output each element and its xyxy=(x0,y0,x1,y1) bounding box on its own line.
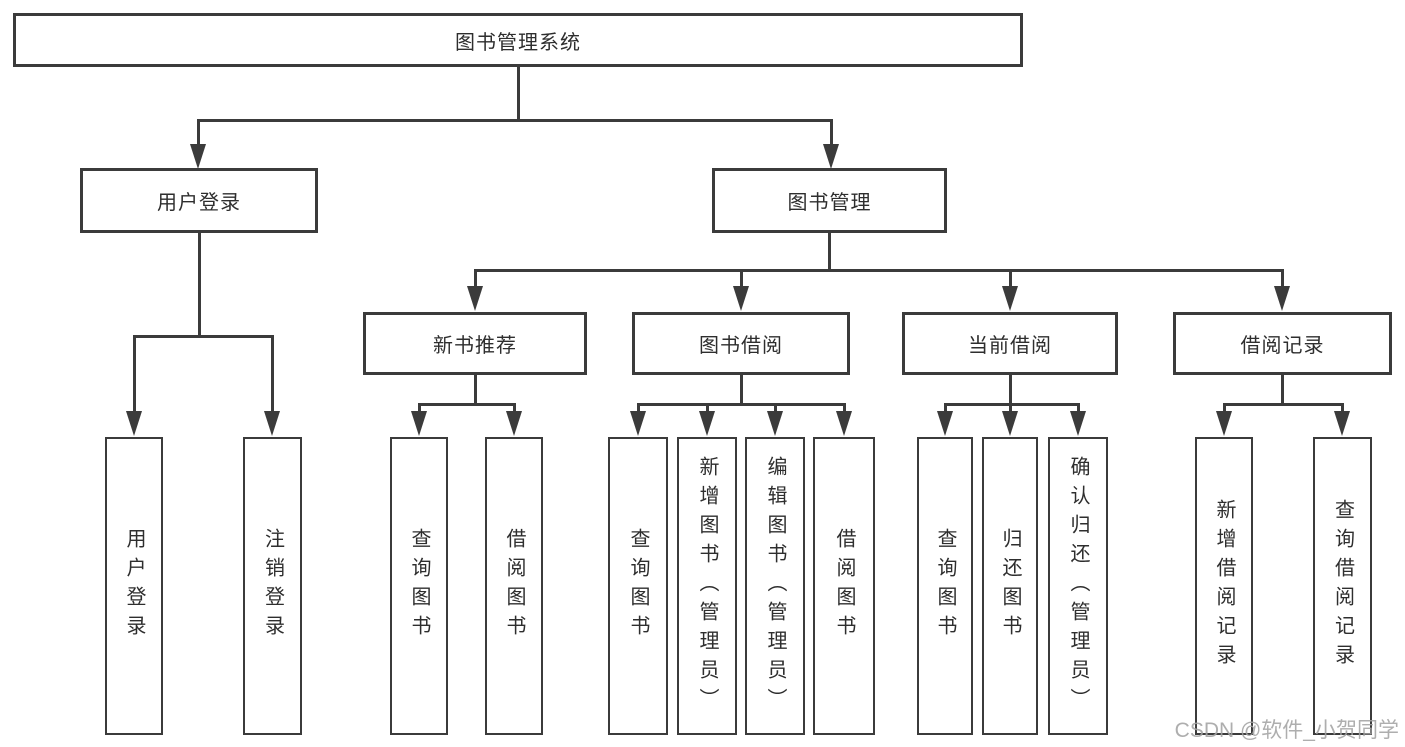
node-new-book-recommend: 新书推荐 xyxy=(363,312,587,375)
node-library-system: 图书管理系统 xyxy=(13,13,1023,67)
arrow-down-icon xyxy=(190,144,206,169)
connector-line xyxy=(945,403,1079,406)
connector-line xyxy=(474,269,1283,272)
connector-line xyxy=(474,375,477,405)
connector-line xyxy=(197,119,833,122)
connector-line xyxy=(843,403,846,414)
leaf-query-books-borrowing: 查询图书 xyxy=(608,437,668,735)
leaf-borrow-books-recommend: 借阅图书 xyxy=(485,437,543,735)
arrow-down-icon xyxy=(467,286,483,311)
node-user-login: 用户登录 xyxy=(80,168,318,233)
arrow-down-icon xyxy=(1070,411,1086,436)
leaf-query-borrow-record: 查询借阅记录 xyxy=(1313,437,1372,735)
arrow-down-icon xyxy=(126,411,142,436)
connector-line xyxy=(706,403,709,414)
arrow-down-icon xyxy=(630,411,646,436)
arrow-down-icon xyxy=(733,286,749,311)
arrow-down-icon xyxy=(699,411,715,436)
node-book-borrowing: 图书借阅 xyxy=(632,312,850,375)
arrow-down-icon xyxy=(823,144,839,169)
connector-line xyxy=(474,269,477,289)
connector-line xyxy=(1223,403,1226,414)
connector-line xyxy=(517,66,520,121)
connector-line xyxy=(1341,403,1344,414)
arrow-down-icon xyxy=(1002,286,1018,311)
connector-line xyxy=(1009,375,1012,405)
arrow-down-icon xyxy=(506,411,522,436)
leaf-add-book-admin: 新增图书（管理员） xyxy=(677,437,737,735)
arrow-down-icon xyxy=(1274,286,1290,311)
connector-line xyxy=(740,375,743,405)
connector-line xyxy=(1281,375,1284,405)
leaf-user-login: 用户登录 xyxy=(105,437,163,735)
arrow-down-icon xyxy=(836,411,852,436)
leaf-query-books-recommend: 查询图书 xyxy=(390,437,448,735)
connector-line xyxy=(513,403,516,414)
leaf-logout: 注销登录 xyxy=(243,437,302,735)
node-book-management: 图书管理 xyxy=(712,168,947,233)
connector-line xyxy=(133,335,274,338)
connector-line xyxy=(198,233,201,337)
connector-line xyxy=(740,269,743,289)
connector-line xyxy=(1077,403,1080,414)
connector-line xyxy=(271,335,274,415)
csdn-watermark: CSDN @软件_小贺同学 xyxy=(1174,719,1399,742)
connector-line xyxy=(828,233,831,271)
arrow-down-icon xyxy=(1216,411,1232,436)
connector-line xyxy=(418,403,421,414)
connector-line xyxy=(419,403,515,406)
arrow-down-icon xyxy=(411,411,427,436)
leaf-return-book: 归还图书 xyxy=(982,437,1038,735)
connector-line xyxy=(638,403,845,406)
connector-line xyxy=(830,119,833,146)
connector-line xyxy=(944,403,947,414)
node-borrowing-records: 借阅记录 xyxy=(1173,312,1392,375)
connector-line xyxy=(133,335,136,415)
connector-line xyxy=(637,403,640,414)
leaf-edit-book-admin: 编辑图书（管理员） xyxy=(745,437,805,735)
arrow-down-icon xyxy=(767,411,783,436)
connector-line xyxy=(1281,269,1284,289)
connector-line xyxy=(197,119,200,146)
leaf-query-books-current: 查询图书 xyxy=(917,437,973,735)
arrow-down-icon xyxy=(1002,411,1018,436)
leaf-borrow-books-borrowing: 借阅图书 xyxy=(813,437,875,735)
connector-line xyxy=(1224,403,1343,406)
arrow-down-icon xyxy=(264,411,280,436)
node-current-borrowing: 当前借阅 xyxy=(902,312,1118,375)
leaf-add-borrow-record: 新增借阅记录 xyxy=(1195,437,1253,735)
connector-line xyxy=(1009,403,1012,414)
leaf-confirm-return-admin: 确认归还（管理员） xyxy=(1048,437,1108,735)
arrow-down-icon xyxy=(1334,411,1350,436)
connector-line xyxy=(774,403,777,414)
arrow-down-icon xyxy=(937,411,953,436)
connector-line xyxy=(1009,269,1012,289)
